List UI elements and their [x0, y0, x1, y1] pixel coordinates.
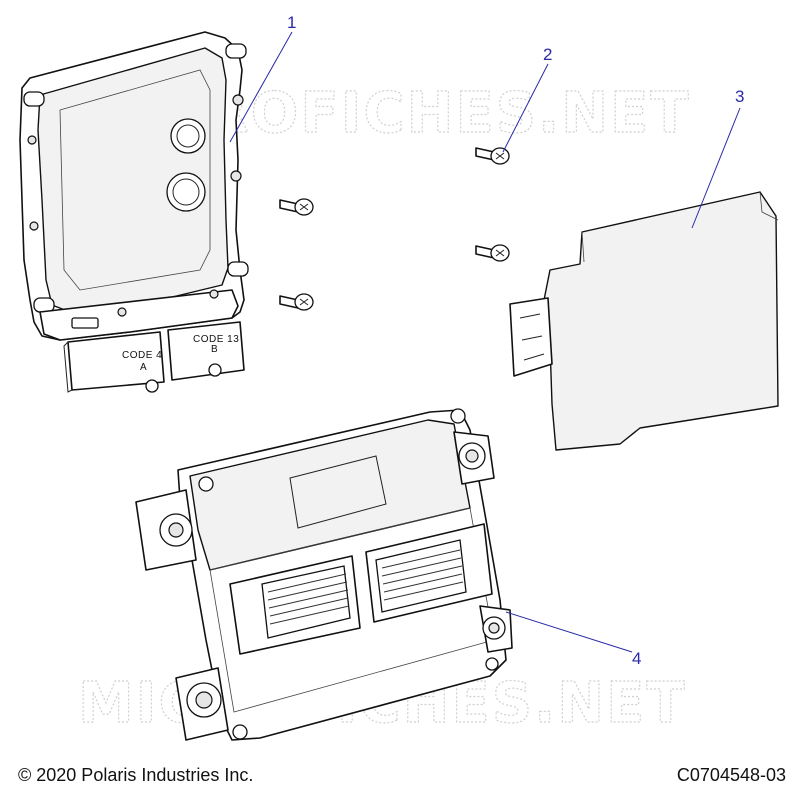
connector-b-letter: B	[211, 344, 218, 355]
connector-right	[365, 523, 493, 623]
callout-3-label: 3	[735, 87, 744, 106]
connector-a-code-label: CODE 4	[122, 350, 162, 361]
part-2-screws	[279, 147, 510, 311]
callout-2-label: 2	[543, 45, 552, 64]
part-1-ecu-module: CODE 4 A CODE 13 B	[19, 31, 249, 393]
callout-2: 2	[502, 45, 552, 153]
screw-mid-left	[279, 198, 314, 216]
drawing-number: C0704548-03	[676, 765, 786, 785]
screw-mid-right	[475, 244, 510, 262]
callout-3: 3	[691, 87, 744, 229]
screw-top-right	[475, 147, 510, 165]
mount-ear-top-right	[453, 431, 495, 485]
callout-4-label: 4	[632, 649, 641, 668]
callout-1-label: 1	[287, 13, 296, 32]
mount-ear-left	[135, 489, 197, 571]
screw-lower-left	[279, 293, 314, 311]
copyright-notice: © 2020 Polaris Industries Inc.	[18, 765, 254, 785]
callout-1: 1	[229, 13, 296, 143]
part-3-bracket	[509, 191, 779, 451]
connector-left	[229, 555, 361, 655]
mount-ear-right	[479, 605, 513, 653]
mount-ear-bottom-left	[175, 667, 229, 741]
connector-a-letter: A	[140, 362, 147, 373]
connector-b-code-label: CODE 13	[193, 334, 239, 345]
part-4-ecu-module	[135, 408, 513, 741]
callout-4: 4	[505, 611, 641, 668]
